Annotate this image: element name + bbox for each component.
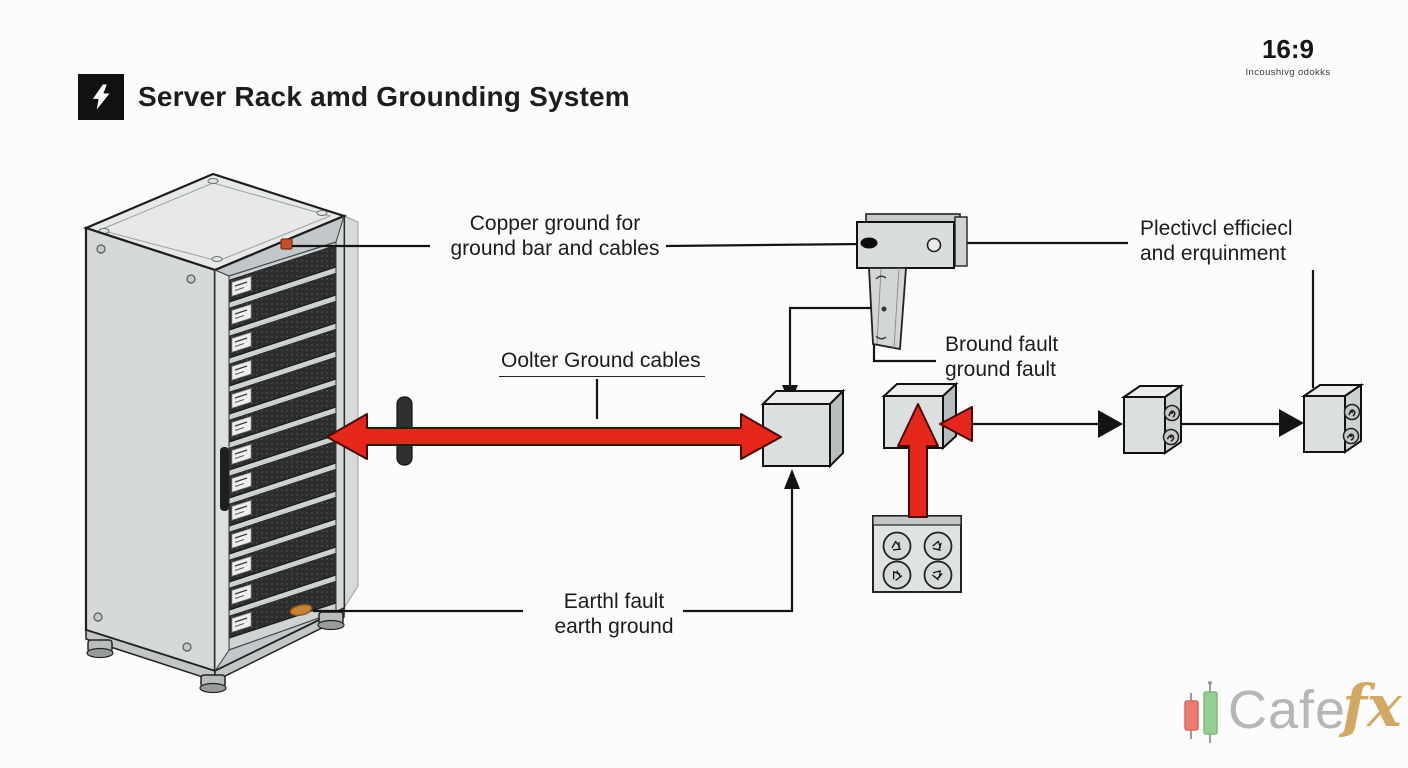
top-ground-connector [280, 238, 293, 250]
line-plate-to-bround [872, 344, 936, 363]
red-double-arrow [326, 413, 782, 460]
red-arrows [326, 403, 973, 518]
bottom-ground-connector [289, 603, 313, 617]
watermark-name: Cafe [1228, 680, 1347, 740]
lightning-bolt-icon [78, 74, 124, 120]
arrowhead-right-icon [1098, 410, 1123, 438]
ground-plate [868, 267, 907, 351]
rack-right-rail [335, 215, 345, 613]
page-title: Server Rack amd Grounding System [138, 81, 630, 112]
rack-left-face [84, 226, 217, 673]
rack-foot [317, 611, 345, 631]
arrowhead-right-icon [1279, 409, 1304, 437]
server-rack [82, 172, 413, 694]
header: Server Rack amd Grounding System [78, 74, 630, 120]
outlet-panel [872, 515, 962, 593]
arrowhead-up-icon [784, 469, 800, 489]
label-outer-ground-cables: Oolter Ground cables [499, 348, 705, 378]
aspect-ratio: 16:9 [1261, 34, 1315, 64]
rack-foot [86, 639, 114, 659]
aspect-ratio-block: 16:9 Incoushivg odokks [1228, 34, 1348, 78]
rack-door-edge [343, 215, 359, 610]
black-arrowheads [782, 385, 1304, 489]
outlet-sockets [882, 531, 953, 590]
ground-bar-hole [926, 237, 942, 253]
label-ground-fault: Bround fault ground fault [945, 333, 1059, 382]
label-earth-ground: Earthl fault earth ground [554, 590, 674, 639]
equipment-box-2 [1300, 383, 1365, 454]
rack-foot [199, 674, 227, 694]
ground-bar [856, 213, 968, 351]
rack-handle [220, 447, 229, 511]
watermark-logo: Cafe fx [1180, 672, 1402, 745]
watermark-suffix: fx [1342, 672, 1402, 740]
line-earth-right [683, 488, 794, 613]
candlestick-chart-icon [1184, 681, 1218, 743]
connector-lines [292, 241, 1315, 613]
ground-block-left [760, 388, 846, 469]
equipment-box-1 [1120, 384, 1185, 455]
label-copper-ground: Copper ground for ground bar and cables [450, 212, 660, 261]
label-electrical-equipment: Plectivcl efficiecl and erquinment [1140, 217, 1293, 266]
red-left-arrowhead-icon [939, 406, 973, 442]
ground-bar-terminal [860, 237, 878, 249]
line-copper-right [665, 242, 865, 248]
aspect-ratio-subtitle: Incoushivg odokks [1245, 67, 1331, 78]
red-up-arrow [897, 403, 939, 518]
line-plate-elbow [788, 306, 884, 386]
